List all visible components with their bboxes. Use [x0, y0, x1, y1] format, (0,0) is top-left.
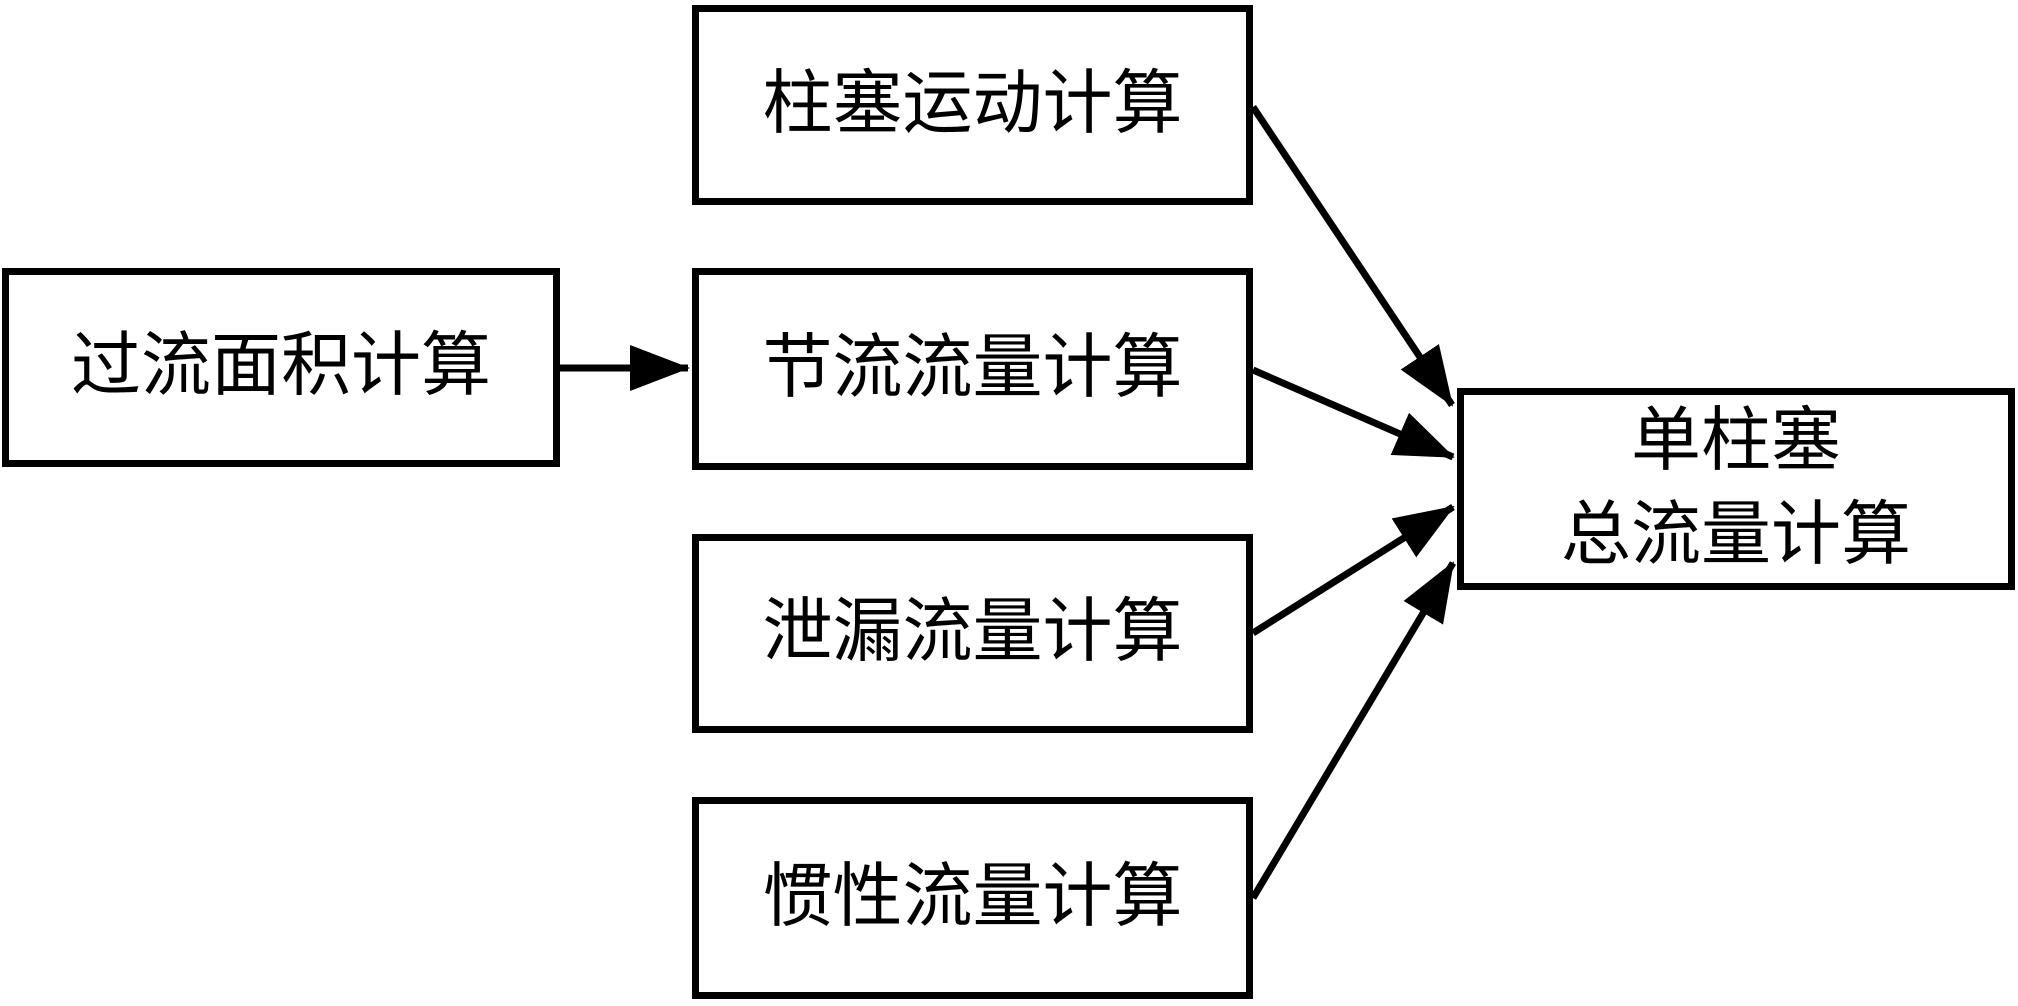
node-throttle-flow-calc: 节流流量计算 — [692, 268, 1253, 470]
arrow-throttle-flow-calc-to-single-plunger-total-flow-calc — [1251, 366, 1455, 461]
arrow-leakage-flow-calc-to-single-plunger-total-flow-calc — [1251, 504, 1455, 636]
arrow-inertia-flow-calc-to-single-plunger-total-flow-calc — [1249, 561, 1457, 900]
node-plunger-motion-calc: 柱塞运动计算 — [692, 5, 1253, 205]
node-inertia-flow-calc: 惯性流量计算 — [692, 797, 1253, 999]
node-plunger-motion-calc-label: 柱塞运动计算 — [762, 65, 1183, 143]
arrows — [560, 105, 1457, 900]
arrow-plunger-motion-calc-to-single-plunger-total-flow-calc — [1250, 105, 1455, 407]
node-single-plunger-total-flow-calc-label-line-2: 总流量计算 — [1561, 497, 1911, 574]
node-flow-area-calc-label: 过流面积计算 — [71, 328, 491, 406]
node-single-plunger-total-flow-calc-label-line-1: 单柱塞 — [1631, 402, 1841, 480]
node-flow-area-calc: 过流面积计算 — [2, 268, 560, 467]
node-single-plunger-total-flow-calc: 单柱塞 总流量计算 — [1457, 388, 2015, 590]
node-leakage-flow-calc: 泄漏流量计算 — [692, 534, 1253, 733]
node-throttle-flow-calc-label: 节流流量计算 — [762, 329, 1183, 407]
node-inertia-flow-calc-label: 惯性流量计算 — [762, 858, 1183, 936]
node-leakage-flow-calc-label: 泄漏流量计算 — [762, 594, 1183, 672]
